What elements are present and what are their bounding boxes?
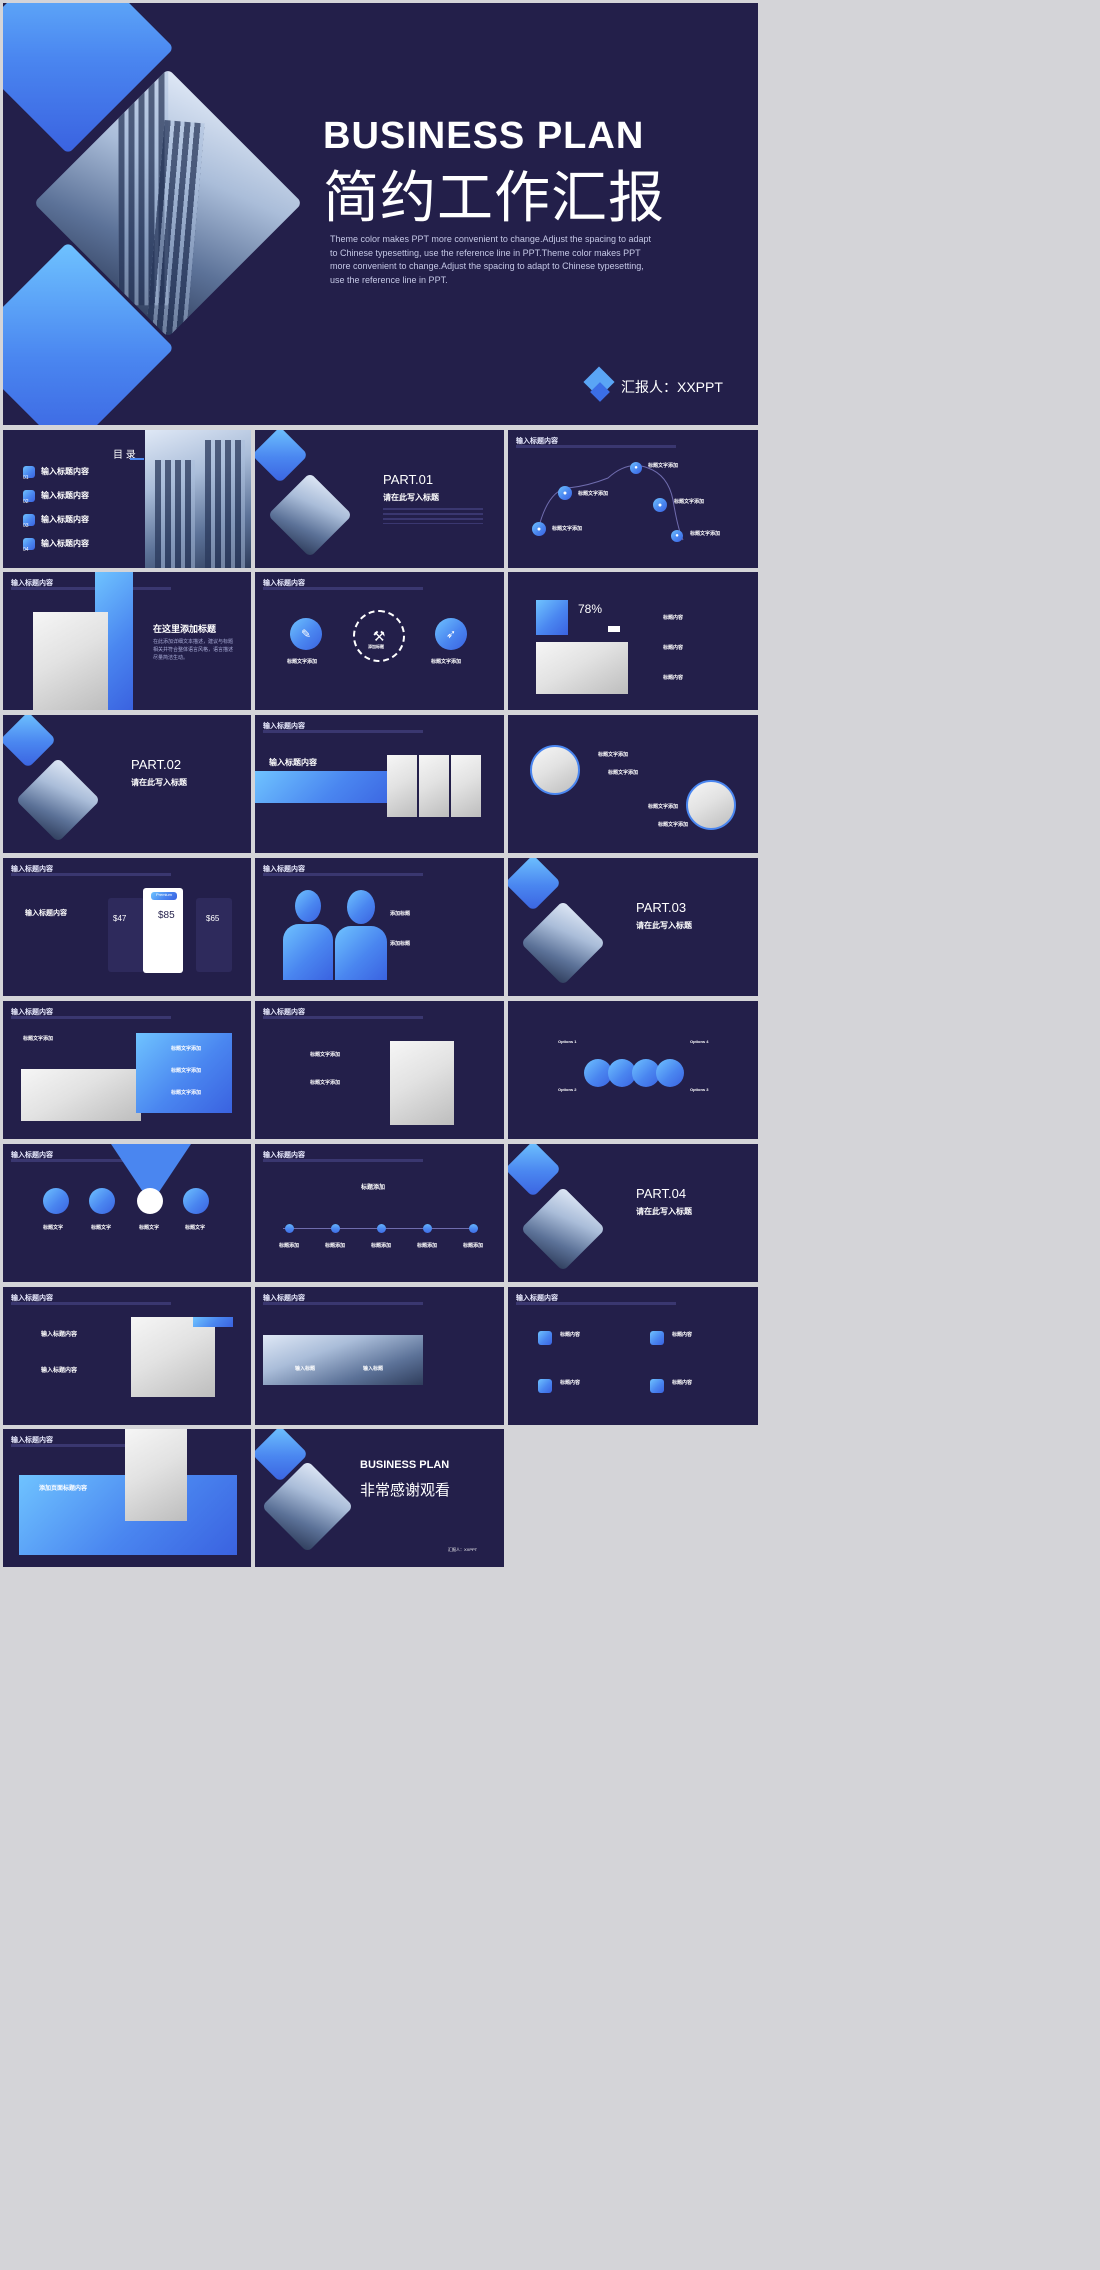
toc-slide[interactable]: 目 录 01 输入标题内容 02 输入标题内容 03 输入标题内容 04 输入标…: [3, 430, 251, 568]
part01-title: PART.01: [383, 472, 434, 487]
blue-panel-slide[interactable]: 输入标题内容 添加页面标题内容: [3, 1429, 251, 1567]
curve-line: [537, 465, 684, 541]
list-panel-slide[interactable]: 输入标题内容 标题文字添加 标题文字添加 标题文字添加 标题文字添加: [3, 1001, 251, 1139]
circles-photo-slide[interactable]: 标题文字添加 标题文字添加 标题文字添加 标题文字添加: [508, 715, 758, 853]
grid-slide[interactable]: 输入标题内容 标题内容 标题内容 标题内容 标题内容: [508, 1287, 758, 1425]
cover-slide[interactable]: BUSINESS PLAN 简约工作汇报 Theme color makes P…: [3, 3, 758, 425]
cover-description: Theme color makes PPT more convenient to…: [330, 234, 652, 285]
photo-list-slide[interactable]: 输入标题内容 标题文字添加 标题文字添加: [255, 1001, 504, 1139]
part01-slide[interactable]: PART.01 请在此写入标题: [255, 430, 504, 568]
spotlight-slide[interactable]: 输入标题内容 标题文字 标题文字 标题文字 标题文字: [3, 1144, 251, 1282]
curve-timeline-slide[interactable]: 输入标题内容 ● ● ● ● ● 标题文字添加 标题文字添加 标题文字添加 标题…: [508, 430, 758, 568]
cover-title-en: BUSINESS PLAN: [323, 115, 645, 157]
pen-icon: ✎: [290, 618, 322, 650]
part04-slide[interactable]: PART.04 请在此写入标题: [508, 1144, 758, 1282]
percent-slide[interactable]: 78% 标题内容 标题内容 标题内容: [508, 572, 758, 710]
hammer-icon: ⚒: [353, 610, 405, 662]
toc-title: 目 录: [113, 450, 136, 461]
arrow-banner-slide[interactable]: 输入标题内容 输入标题 输入标题: [255, 1287, 504, 1425]
people-slide[interactable]: 输入标题内容 添加标题 添加标题: [255, 858, 504, 996]
icons-flow-slide[interactable]: 输入标题内容 ✎ ➶ ⚒ 标题文字添加 标题文字添加 添加标题: [255, 572, 504, 710]
male-avatar-icon: [283, 890, 333, 980]
cover-title-cn: 简约工作汇报: [323, 166, 665, 231]
pricing-slide[interactable]: 输入标题内容 输入标题内容 Premium $47 $85 $65: [3, 858, 251, 996]
banner-slide[interactable]: 输入标题内容 输入标题内容: [255, 715, 504, 853]
part03-slide[interactable]: PART.03 请在此写入标题: [508, 858, 758, 996]
steps-slide[interactable]: 输入标题内容 标题添加 标题添加 标题添加 标题添加 标题添加 标题添加: [255, 1144, 504, 1282]
end-slide[interactable]: BUSINESS PLAN 非常感谢观看 汇报人：XXPPT: [255, 1429, 504, 1567]
options-slide[interactable]: Options 1 Options 2 Options 3 Options 4: [508, 1001, 758, 1139]
part02-slide[interactable]: PART.02 请在此写入标题: [3, 715, 251, 853]
part01-subtitle: 请在此写入标题: [383, 493, 439, 502]
female-avatar-icon: [335, 890, 387, 980]
toc-photo: [145, 430, 251, 568]
photo-text-slide[interactable]: 输入标题内容 在这里添加标题 在此添加详细文本描述，建议与标题相关并符合整体语言…: [3, 572, 251, 710]
rocket-icon: ➶: [435, 618, 467, 650]
handshake-slide[interactable]: 输入标题内容 输入标题内容 输入标题内容: [3, 1287, 251, 1425]
cover-presenter: 汇报人：XXPPT: [621, 379, 723, 395]
